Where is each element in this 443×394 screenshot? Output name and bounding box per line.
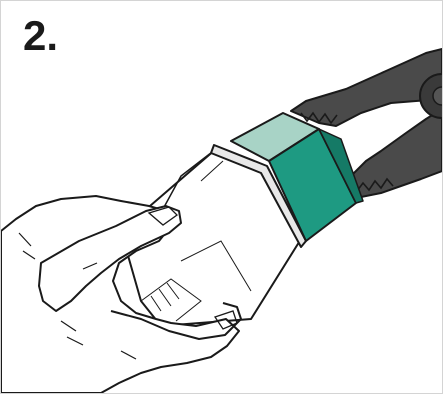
step-number: 2. — [23, 15, 58, 57]
